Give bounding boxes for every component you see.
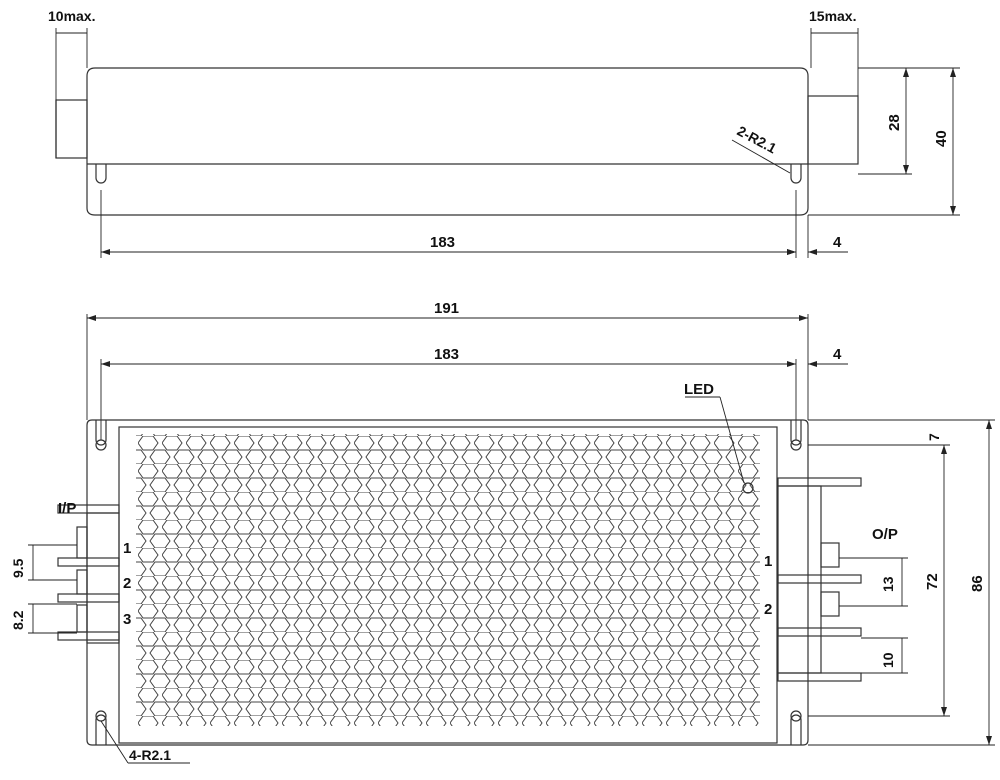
input-screw-1: [76, 526, 88, 559]
input-pin-1: 1: [123, 540, 131, 557]
led-label: LED: [684, 381, 714, 398]
dim-86: 86: [969, 575, 986, 592]
arrow-head: [950, 68, 956, 77]
plan-view: 191 183 4 LED: [10, 300, 995, 764]
input-barrier: [57, 557, 120, 567]
dim-4-bottom: 4: [833, 346, 842, 363]
input-screw-2: [76, 569, 88, 595]
mount-slot-top-left: [95, 420, 107, 446]
output-screw-1: [820, 542, 840, 568]
mount-hole-bottom-right: [790, 710, 802, 722]
side-view-input-terminal: [55, 99, 88, 159]
dim-183-top: 183: [430, 234, 455, 251]
side-view: 10max. 15max. 183 4 28 40 2-R2.1: [48, 8, 960, 258]
dim-9-5: 9.5: [10, 558, 26, 578]
dim-72: 72: [924, 573, 941, 590]
arrow-head: [787, 249, 796, 255]
arrow-head: [808, 249, 817, 255]
dim-183-bottom: 183: [434, 346, 459, 363]
arrow-head: [87, 315, 96, 321]
dim-8-2: 8.2: [10, 610, 26, 630]
ventilation-hex-grid: [136, 434, 760, 726]
input-screw-3: [76, 604, 88, 633]
note-2r21: 2-R2.1: [735, 123, 780, 157]
input-terminal-block: [57, 504, 120, 644]
arrow-head: [986, 420, 992, 429]
input-barrier: [57, 593, 120, 603]
dim-10: 10: [880, 652, 896, 668]
output-barrier: [777, 477, 862, 487]
output-pin-2: 2: [764, 601, 772, 618]
arrow-head: [950, 206, 956, 215]
arrow-head: [941, 445, 947, 454]
output-barrier: [777, 627, 862, 637]
leader-2r21: [731, 139, 791, 174]
side-view-output-terminal: [807, 95, 859, 165]
dim-7: 7: [926, 433, 942, 441]
mount-slot-top-right: [790, 420, 802, 446]
mount-hole-top-left: [95, 439, 107, 451]
arrow-head: [903, 165, 909, 174]
output-housing: [777, 485, 822, 674]
arrow-head: [787, 361, 796, 367]
dim-28: 28: [886, 114, 903, 131]
dim-4-top: 4: [833, 234, 842, 251]
output-terminal-block: [777, 477, 862, 682]
mount-hole-top-right: [790, 439, 802, 451]
side-view-case-outline: [86, 67, 809, 216]
output-barrier: [777, 672, 862, 682]
note-4r21: 4-R2.1: [129, 747, 171, 763]
arrow-head: [101, 361, 110, 367]
led-indicator: [742, 482, 754, 494]
mount-slot-bottom-right: [790, 714, 802, 745]
input-pin-3: 3: [123, 611, 131, 628]
arrow-head: [903, 68, 909, 77]
output-screw-2: [820, 591, 840, 617]
input-housing: [86, 512, 120, 644]
label-15max: 15max.: [809, 8, 856, 24]
dim-191: 191: [434, 300, 459, 317]
output-pin-1: 1: [764, 553, 772, 570]
leader-4r21: [100, 720, 129, 764]
input-pin-2: 2: [123, 575, 131, 592]
output-label: O/P: [872, 526, 898, 543]
arrow-head: [986, 736, 992, 745]
label-10max: 10max.: [48, 8, 95, 24]
arrow-head: [808, 361, 817, 367]
arrow-head: [101, 249, 110, 255]
input-label: I/P: [58, 500, 76, 517]
output-barrier: [777, 574, 862, 584]
side-view-slot-left: [95, 164, 107, 184]
side-view-slot-right: [790, 164, 802, 184]
mount-slot-bottom-left: [95, 714, 107, 745]
arrow-head: [799, 315, 808, 321]
arrow-head: [941, 707, 947, 716]
dim-40: 40: [933, 130, 950, 147]
led-leader: [719, 396, 745, 484]
plan-view-case-outline: [86, 419, 809, 746]
dim-13: 13: [880, 576, 896, 592]
